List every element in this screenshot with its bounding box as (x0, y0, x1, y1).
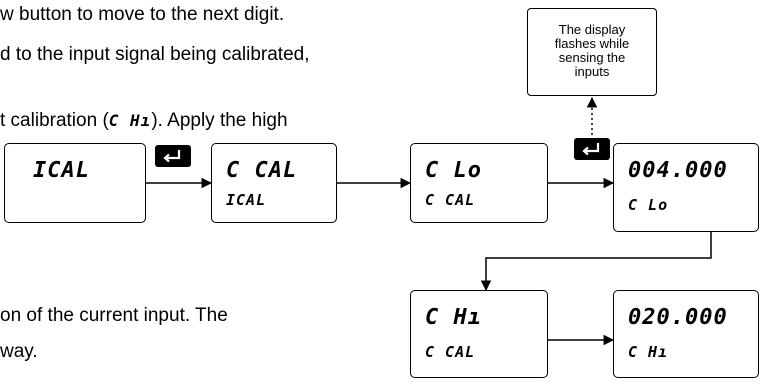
display-ical: ICAL (4, 143, 146, 223)
instruction-line-3: t calibration (C Hı). Apply the high (0, 110, 288, 132)
instruction-line-3-code: C Hı (108, 111, 152, 130)
display-bottom-text: C CAL (425, 343, 476, 361)
display-top-text: 004.000 (628, 158, 728, 183)
display-bottom-text: ICAL (226, 191, 267, 209)
note-line-1: The display (558, 22, 626, 37)
display-c-lo: C Lo C CAL (410, 143, 548, 223)
display-bottom-text: C Hı (628, 343, 669, 361)
note-display-flashes: The display flashes while sensing the in… (527, 8, 657, 96)
display-top-text: C CAL (226, 158, 298, 183)
display-bottom-text: C CAL (425, 191, 476, 209)
display-top-text: C Hı (425, 305, 482, 330)
display-top-text: ICAL (33, 158, 90, 183)
display-c-hi: C Hı C CAL (410, 290, 548, 378)
enter-key-icon (574, 138, 610, 160)
note-line-4: inputs (574, 64, 610, 79)
instruction-line-5: way. (0, 341, 38, 362)
instruction-line-4: on of the current input. The (0, 305, 228, 326)
display-c-cal: C CAL ICAL (211, 143, 337, 223)
instruction-line-2: d to the input signal being calibrated, (0, 44, 310, 65)
display-004000: 004.000 C Lo (613, 143, 759, 232)
display-bottom-text: C Lo (628, 196, 669, 214)
display-top-text: C Lo (425, 158, 482, 183)
note-line-3: sensing the (558, 50, 626, 65)
display-top-text: 020.000 (628, 305, 728, 330)
instruction-line-3-suffix: ). Apply the high (151, 110, 288, 131)
instruction-line-1: w button to move to the next digit. (0, 4, 285, 25)
enter-key-icon (155, 145, 191, 167)
display-020000: 020.000 C Hı (613, 290, 759, 378)
instruction-line-3-prefix: t calibration ( (0, 110, 109, 131)
arrow-4-to-5 (480, 232, 712, 292)
note-line-2: flashes while (554, 36, 630, 51)
